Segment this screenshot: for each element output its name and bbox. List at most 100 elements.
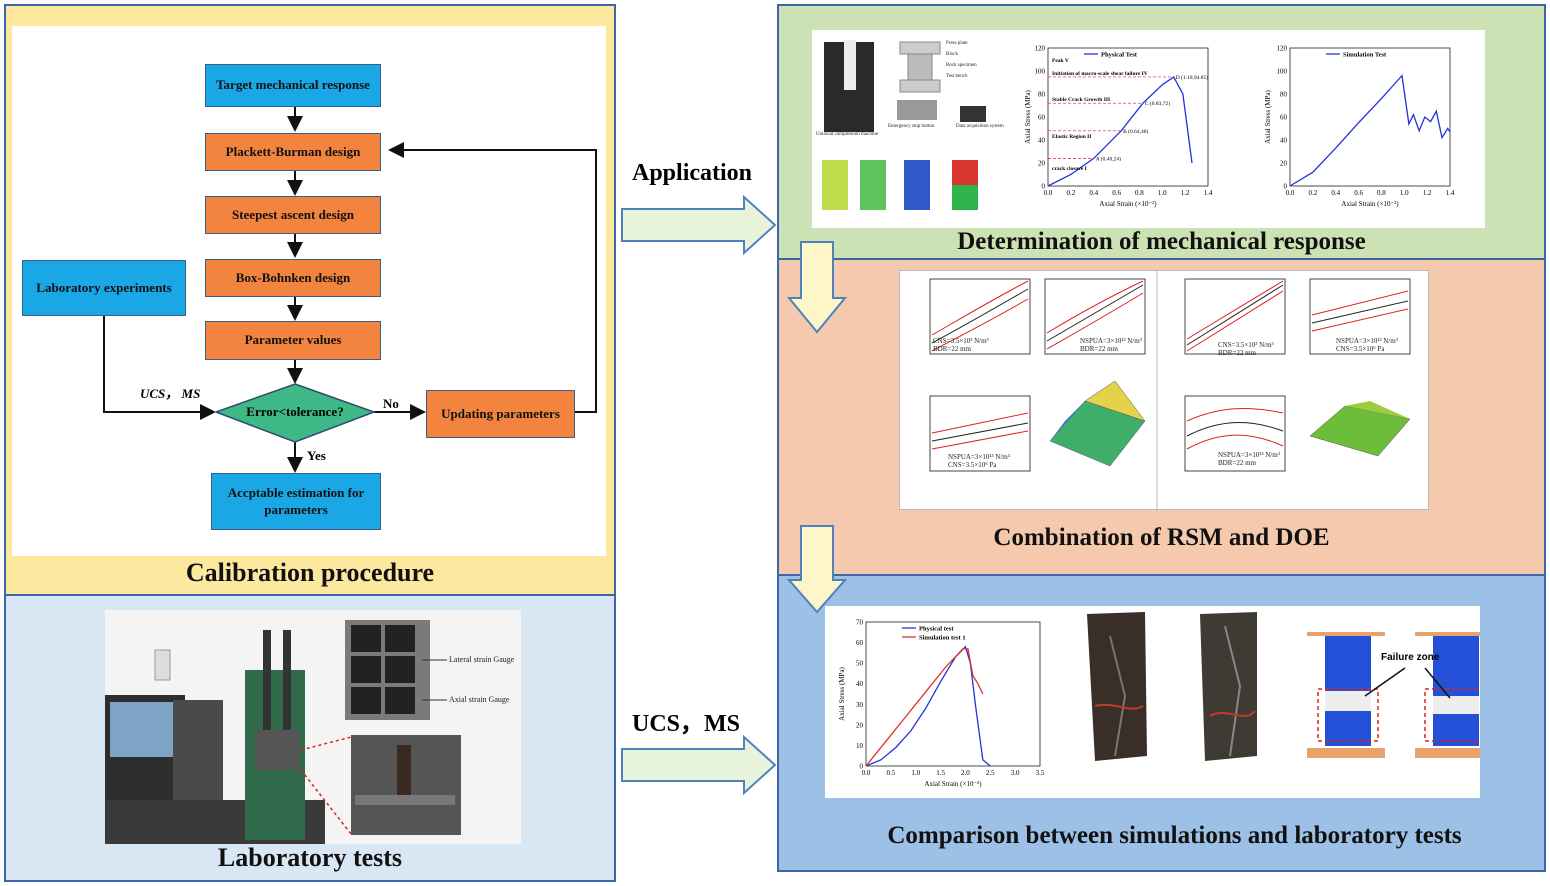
- rsm-doe-title: Combination of RSM and DOE: [993, 524, 1330, 551]
- x-tick-label: 1.2: [1181, 189, 1190, 197]
- plot-frame: [1289, 47, 1451, 187]
- x-tick-label: 0.8: [1135, 189, 1144, 197]
- legend-label: Physical test: [919, 626, 954, 633]
- y-tick-label: 120: [1035, 45, 1046, 53]
- application-arrow: [621, 195, 777, 255]
- rsm-p1-line2: BDR=22 mm: [933, 345, 971, 353]
- rsm-figure: CNS=3.5×10³ N/m³ BDR=22 mm NSPUA=3×10¹³ …: [899, 270, 1429, 511]
- rsm-p2-line2: BDR=22 mm: [1080, 345, 1118, 353]
- rsm-p4-line1: NSPUA=3×10¹³ N/m³: [1336, 337, 1398, 345]
- x-tick-label: 0.0: [862, 769, 871, 777]
- plot-frame: [1047, 47, 1209, 187]
- rsm-p7-line2: BDR=22 mm: [1218, 459, 1256, 467]
- legend-label: Physical Test: [1101, 52, 1138, 59]
- x-tick-label: 1.4: [1446, 189, 1455, 197]
- application-label: Application: [632, 160, 753, 186]
- x-tick-label: 1.2: [1423, 189, 1432, 197]
- x-tick-label: 1.0: [911, 769, 920, 777]
- x-tick-label: 1.5: [936, 769, 945, 777]
- mech-response-title: Determination of mechanical response: [957, 228, 1366, 255]
- series-line: [865, 645, 991, 767]
- rsm-p1-line1: CNS=3.5×10³ N/m³: [933, 337, 989, 345]
- y-tick-label: 80: [1038, 91, 1046, 99]
- machine-label: Uniaxial compression machine: [816, 132, 878, 137]
- rsm-plots: [929, 271, 1411, 511]
- y-tick-label: 120: [1277, 45, 1288, 53]
- x-tick-label: 0.6: [1112, 189, 1121, 197]
- down-arrow-2: [787, 525, 847, 614]
- base-label: Test bench: [946, 74, 968, 79]
- x-tick-label: 3.0: [1011, 769, 1020, 777]
- rsm-p3-line2: BDR=22 mm: [1218, 349, 1256, 357]
- plackett-burman-box: Plackett-Burman design: [205, 133, 381, 171]
- rsm-p4-line2: CNS=3.5×10⁶ Pa: [1336, 345, 1385, 353]
- upper-label: Press plate: [946, 41, 968, 46]
- x-tick-label: 1.4: [1204, 189, 1213, 197]
- y-tick-label: 60: [856, 639, 864, 647]
- ucs-ms-arrow: [621, 735, 777, 795]
- decision-label: Error<tolerance?: [246, 404, 344, 419]
- flowchart-connectors: [103, 107, 597, 473]
- rsm-p2-line1: NSPUA=3×10¹³ N/m³: [1080, 337, 1142, 345]
- x-tick-label: 2.0: [961, 769, 970, 777]
- legend-label: Simulation Test: [1343, 52, 1387, 59]
- y-tick-label: 50: [856, 660, 864, 668]
- legend-label: Simulation test 1: [919, 635, 966, 642]
- series-line: [1289, 74, 1451, 187]
- rsm-p7-line1: NSPUA=3×10¹³ N/m³: [1218, 451, 1280, 459]
- x-tick-label: 0.0: [1044, 189, 1053, 197]
- x-tick-label: 0.5: [886, 769, 895, 777]
- failure-zone-label: Failure zone: [1381, 652, 1440, 663]
- updating-parameters-box: Updating parameters: [426, 390, 575, 438]
- y-tick-label: 0: [1042, 183, 1046, 191]
- y-tick-label: 40: [856, 680, 864, 688]
- mech-figure: Uniaxial compression machine Emergency s…: [812, 30, 1485, 228]
- annotation-label: A (0.40,24): [1096, 155, 1121, 162]
- target-response-box: Target mechanical response: [205, 64, 381, 107]
- y-tick-label: 100: [1035, 68, 1046, 76]
- y-tick-label: 0: [1284, 183, 1288, 191]
- lab-photo: [105, 610, 521, 844]
- acq-label: Data acquisition system: [956, 124, 1004, 129]
- plot-frame: [865, 621, 1041, 767]
- block-label: Block: [946, 52, 958, 57]
- comparison-title: Comparison between simulations and labor…: [887, 822, 1462, 849]
- x-tick-label: 1.0: [1158, 189, 1167, 197]
- down-arrow-1: [787, 241, 847, 334]
- y-tick-label: 10: [856, 742, 864, 750]
- x-tick-label: 3.5: [1036, 769, 1045, 777]
- annotation-label: C (0.83,72): [1145, 100, 1170, 107]
- x-tick-label: 0.2: [1066, 189, 1075, 197]
- y-tick-label: 100: [1277, 68, 1288, 76]
- y-tick-label: 70: [856, 619, 864, 627]
- stage-label: Elastic Region II: [1052, 134, 1091, 140]
- calibration-title: Calibration procedure: [185, 558, 435, 587]
- y-tick-label: 30: [856, 701, 864, 709]
- y-tick-label: 20: [1280, 160, 1288, 168]
- y-axis-label: Axial Stress (MPa): [1264, 90, 1272, 144]
- y-tick-label: 60: [1280, 114, 1288, 122]
- rsm-p3-line1: CNS=3.5×10³ N/m³: [1218, 341, 1274, 349]
- lab-photo-drawing: [105, 610, 521, 844]
- y-tick-label: 0: [860, 763, 864, 771]
- apparatus-drawing: [822, 40, 986, 210]
- x-tick-label: 0.4: [1331, 189, 1340, 197]
- stage-label: crack closure I: [1052, 166, 1087, 172]
- y-tick-label: 80: [1280, 91, 1288, 99]
- comparison-figure: Failure zone: [825, 606, 1493, 798]
- x-tick-label: 0.6: [1354, 189, 1363, 197]
- y-tick-label: 20: [1038, 160, 1046, 168]
- stage-label: Peak V: [1052, 58, 1069, 64]
- y-axis-label: Axial Stress (MPa): [1024, 90, 1032, 144]
- rsm-p5-line2: CNS=3.5×10⁶ Pa: [948, 461, 997, 469]
- specimen-label: Rock specimen: [946, 63, 977, 68]
- x-tick-label: 0.0: [1286, 189, 1295, 197]
- y-tick-label: 20: [856, 721, 864, 729]
- ucs-ms-label: UCS，MS: [632, 711, 741, 737]
- specimen-drawings: [1087, 612, 1493, 761]
- steepest-ascent-box: Steepest ascent design: [205, 196, 381, 234]
- stop-label: Emergency stop button: [888, 124, 935, 129]
- x-axis-label: Axial Strain (×10⁻²): [1341, 200, 1399, 208]
